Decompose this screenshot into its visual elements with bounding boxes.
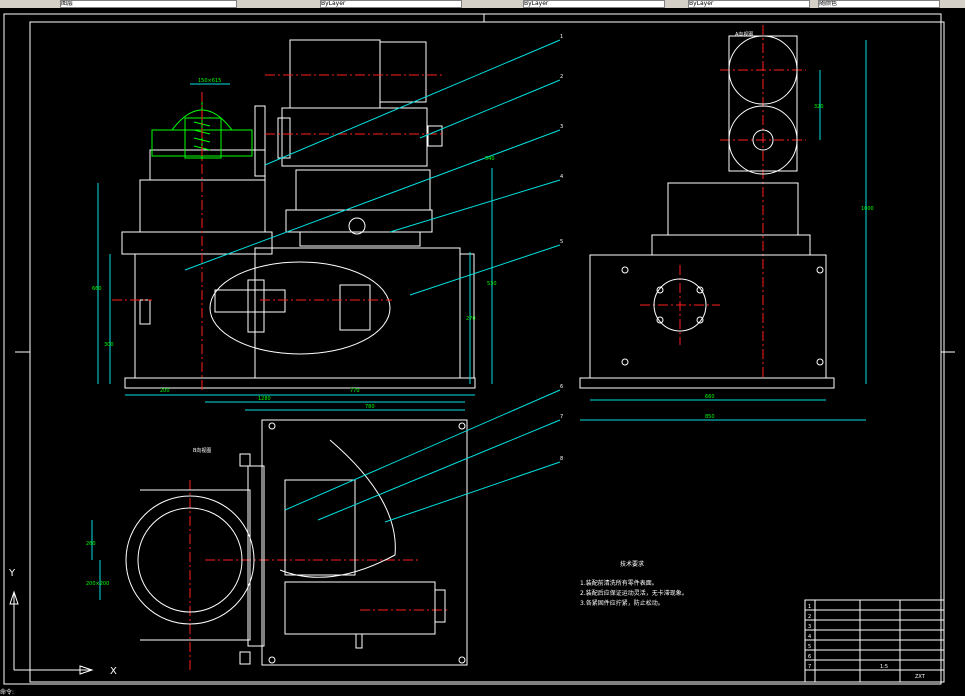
svg-text:770: 770 xyxy=(350,388,360,394)
toolbar: 图层 ByLayer ByLayer ByLayer 随颜色 xyxy=(0,0,965,8)
technical-requirements: 技术要求 1.装配前清洗所有零件表面。 2.装配后应保证运动灵活，无卡滞现象。 … xyxy=(580,560,688,607)
dimensions xyxy=(91,40,867,600)
ucs-icon xyxy=(9,590,94,675)
drawing-canvas[interactable]: 1 2 3 4 5 6 7 8 150×615 660 300 530 270 … xyxy=(0,8,965,689)
ucs-x-label: X xyxy=(110,666,117,677)
svg-text:200: 200 xyxy=(160,388,170,394)
front-view xyxy=(121,39,476,389)
ucs-y-label: Y xyxy=(8,568,16,579)
svg-text:8: 8 xyxy=(560,456,563,462)
tech-req-item-1: 1.装配前清洗所有零件表面。 xyxy=(580,579,658,587)
title-block-text: 1 2 3 4 5 6 7 1:5 ZXT xyxy=(808,604,926,680)
centerlines xyxy=(112,25,806,670)
inner-frame xyxy=(29,21,945,683)
plan-view xyxy=(125,419,468,666)
svg-text:540: 540 xyxy=(485,156,495,162)
svg-text:660: 660 xyxy=(705,394,715,400)
leader-lines xyxy=(184,39,561,523)
svg-text:4: 4 xyxy=(560,174,563,180)
tech-req-item-3: 3.各紧固件应拧紧，防止松动。 xyxy=(580,599,664,607)
svg-text:5: 5 xyxy=(808,644,811,650)
lineweight-combo[interactable]: ByLayer xyxy=(688,0,810,8)
svg-text:850: 850 xyxy=(705,414,715,420)
balloon-labels: 1 2 3 4 5 6 7 8 xyxy=(560,34,563,462)
svg-text:150×615: 150×615 xyxy=(198,78,221,84)
dimension-text: 150×615 660 300 530 270 200 770 1280 780… xyxy=(86,78,874,587)
color-combo[interactable]: ByLayer xyxy=(320,0,462,8)
svg-text:3: 3 xyxy=(560,124,563,130)
svg-text:2: 2 xyxy=(808,614,811,620)
title-block xyxy=(804,599,945,683)
sheet-code: ZXT xyxy=(915,674,926,680)
svg-text:6: 6 xyxy=(808,654,811,660)
svg-text:7: 7 xyxy=(808,664,811,670)
tech-req-item-2: 2.装配后应保证运动灵活，无卡滞现象。 xyxy=(580,589,688,597)
svg-text:4: 4 xyxy=(808,634,811,640)
layer-combo[interactable]: 图层 xyxy=(60,0,237,8)
command-line[interactable]: 命令: xyxy=(0,689,965,696)
svg-text:270: 270 xyxy=(466,316,476,322)
svg-text:1: 1 xyxy=(808,604,811,610)
svg-text:530: 530 xyxy=(487,281,497,287)
svg-text:660: 660 xyxy=(92,286,102,292)
svg-text:1280: 1280 xyxy=(258,396,271,402)
plan-view-caption: B向视图 xyxy=(193,447,211,454)
svg-text:5: 5 xyxy=(560,239,563,245)
linetype-combo[interactable]: ByLayer xyxy=(523,0,665,8)
side-view-caption: A向视图 xyxy=(735,31,753,38)
view-captions: B向视图 A向视图 xyxy=(193,31,753,454)
svg-text:1: 1 xyxy=(560,34,563,40)
side-view xyxy=(579,35,835,389)
svg-text:300: 300 xyxy=(104,342,114,348)
svg-text:780: 780 xyxy=(365,404,375,410)
svg-text:1000: 1000 xyxy=(861,206,874,212)
sheet-border xyxy=(3,13,942,685)
svg-text:320: 320 xyxy=(814,104,824,110)
svg-text:6: 6 xyxy=(560,384,563,390)
tech-req-title: 技术要求 xyxy=(620,560,644,568)
svg-text:200×200: 200×200 xyxy=(86,581,109,587)
svg-text:3: 3 xyxy=(808,624,811,630)
svg-text:2: 2 xyxy=(560,74,563,80)
plotstyle-combo[interactable]: 随颜色 xyxy=(818,0,940,8)
scale-text: 1:5 xyxy=(880,664,888,670)
svg-text:7: 7 xyxy=(560,414,563,420)
svg-text:260: 260 xyxy=(86,541,96,547)
